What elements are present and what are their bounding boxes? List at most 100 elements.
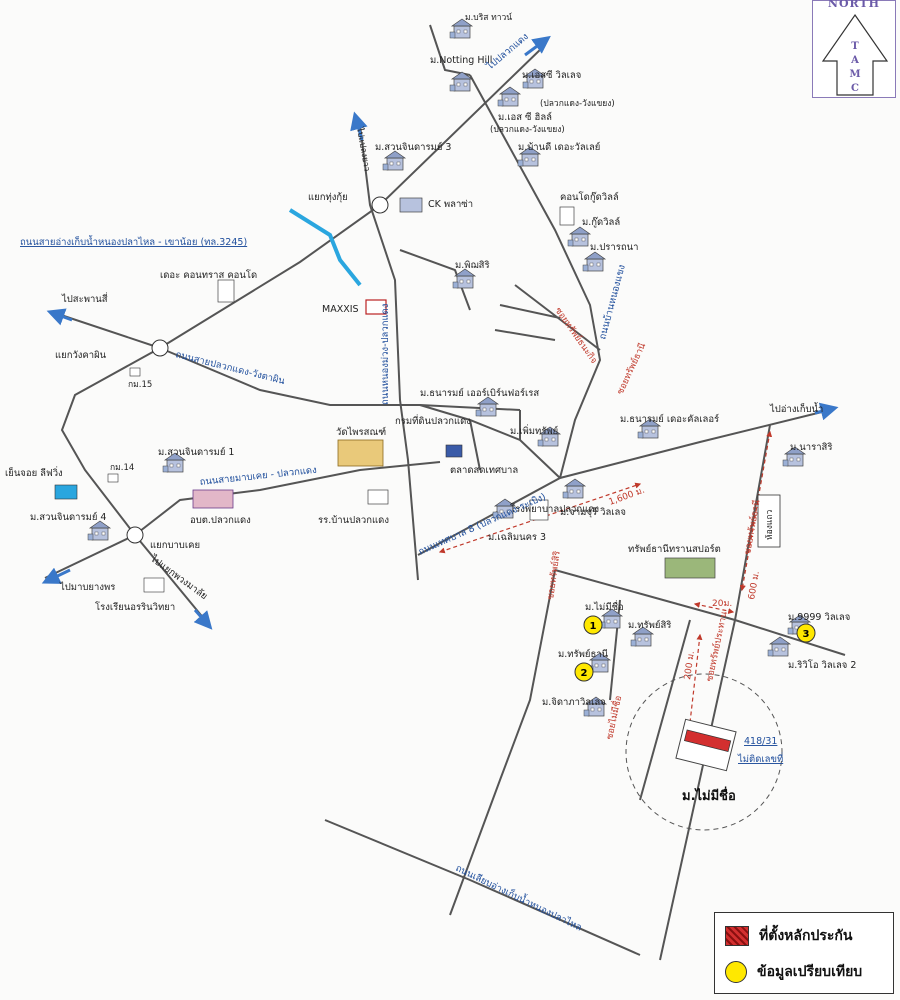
intersection-wangkhanin xyxy=(151,339,169,357)
compass-letter-c: C xyxy=(851,83,859,94)
label-thanarom-kt: ม.ธนารมย์ เดอะคัลเลอร์ xyxy=(620,413,719,425)
label-sapthanee: ทรัพย์ธานีทรานสปอร์ต xyxy=(628,543,721,555)
label-jidapa: ม.จิดาภาวิลเลจ xyxy=(542,697,606,708)
label-soi-sap: ซอยทรัพย์ประทาน xyxy=(703,610,730,682)
road-soi-horizontal xyxy=(554,569,846,656)
label-subject: ม.ไม่มีชื่อ xyxy=(682,786,736,804)
water xyxy=(288,208,362,287)
label-tungkui: แยกทุ่งกุ้ย xyxy=(308,192,348,203)
label-to-pattaya: ไปแยกพวงมาลัย xyxy=(147,552,209,602)
label-wat: วัดไพรสณฑ์ xyxy=(336,426,386,438)
legend-collateral-swatch xyxy=(725,926,749,946)
legend-comparison-swatch xyxy=(725,961,747,983)
road-tarachai xyxy=(159,347,521,411)
marker-3: 3 xyxy=(803,629,810,640)
label-soi-right-top: ซอยทรัพย์ธานี xyxy=(614,341,648,396)
legend-row-comparison: ข้อมูลเปรียบเทียบ xyxy=(725,961,862,983)
maxxis-icon xyxy=(365,299,387,315)
label-sapthanee-m: ม.ทรัพย์ธานี xyxy=(558,648,609,660)
seven-eleven-icon xyxy=(367,489,389,505)
label-phisit: ม.พิฌสิริ xyxy=(455,260,490,271)
label-sc1-sub: (ปลวกแดง-วังแขยง) xyxy=(540,99,615,109)
label-km15: กม.15 xyxy=(128,380,152,390)
label-dist-20: 20ม. xyxy=(712,599,732,609)
label-land-office: กรมที่ดินปลวกแดง xyxy=(395,414,471,427)
road-soi-mid2 xyxy=(639,619,691,801)
label-yenjai: เย็นจอย ลีฟวิ่ง xyxy=(5,466,63,479)
condo-goodwill-icon xyxy=(559,206,575,226)
intersection-tungkui xyxy=(371,196,389,214)
label-mai1: ม.ไม่มีชื่อ xyxy=(585,600,624,613)
label-plot-no: 418/31 xyxy=(744,736,777,747)
label-orbortor: อบต.ปลวกแดง xyxy=(190,515,251,526)
subject-area-circle xyxy=(625,673,783,831)
label-wangkhanin: แยกวังคาผิน xyxy=(55,350,107,361)
label-prathana: ม.ปรารถนา xyxy=(590,242,638,253)
label-tarachai: ถนนสายปลวกแดง-วังตาผิน xyxy=(174,349,286,387)
label-jamjuri: ม.จามจุรี วิลเลจ xyxy=(560,506,626,518)
road-to-tapong xyxy=(54,312,161,349)
marker-1: 1 xyxy=(590,621,597,632)
road-vertical-main xyxy=(359,124,419,581)
legend: ที่ตั้งหลักประกัน ข้อมูลเปรียบเทียบ xyxy=(714,912,894,994)
label-vertical-main: ถนนหนองม่วง-ปลวกแดง xyxy=(380,304,391,405)
north-arrow-icon: T A M C xyxy=(821,13,889,96)
school-rin-icon xyxy=(143,577,165,593)
place-labels: ม.บริส ทาวน์ ม.Notting Hill ม.เอสซี วิลเ… xyxy=(5,12,856,804)
road-soi-bypass xyxy=(494,304,561,341)
legend-row-collateral: ที่ตั้งหลักประกัน xyxy=(725,925,852,947)
compass-letter-m: M xyxy=(849,69,860,80)
label-dist-600: 600 ม. xyxy=(747,570,762,600)
label-9999: ม.9999 วิลเลจ xyxy=(788,612,850,623)
compass-letter-a: A xyxy=(850,55,859,66)
land-office-icon xyxy=(445,444,463,458)
label-suan1: ม.สวนจินดารมย์ 1 xyxy=(158,446,234,458)
label-good: ม.กู๊ดวิลล์ xyxy=(582,216,620,228)
label-suan4: ม.สวนจินดารมย์ 4 xyxy=(30,511,106,523)
ck-building-icon xyxy=(399,197,423,213)
intersection-banlai xyxy=(126,526,144,544)
km-post-icon-2 xyxy=(107,473,119,483)
road-to-bangsai xyxy=(44,534,136,579)
label-bypass: ถนนเลียบอ่างเก็บน้ำหนองปลาไหล xyxy=(454,861,585,934)
label-sapsiri: ม.ทรัพย์สิริ xyxy=(628,619,671,631)
compass-letter-t: T xyxy=(851,41,859,52)
label-chaloem3: ม.เฉลิมนคร 3 xyxy=(488,532,546,543)
label-thanarom-green: ม.ธนารมย์ เออร์เบิร์นฟอร์เรส xyxy=(420,387,539,399)
dam-road xyxy=(60,44,546,621)
label-to-dam: ไปอ่างเก็บน้ำ xyxy=(769,402,823,415)
road-soi-left xyxy=(449,569,556,916)
label-hospital: โรงพยาบาลปลวกแดง xyxy=(510,503,599,515)
roads xyxy=(44,24,846,961)
label-to-khlongsam: ไปแปลงยาว xyxy=(354,126,373,173)
label-baris: ม.บริส ทาวน์ xyxy=(465,12,512,23)
subject-property xyxy=(675,718,737,772)
label-soi-cheng: ซอยทรัพย์ธนะกิจ xyxy=(553,305,601,366)
label-to-tapong: ไปสะพานสี่ xyxy=(61,292,108,305)
label-km14: กม.14 xyxy=(110,463,134,473)
road-middle-grid xyxy=(419,404,561,479)
comparison-markers: 1 2 3 xyxy=(574,615,816,682)
temple-icon xyxy=(337,439,384,467)
yenjai-icon xyxy=(54,484,78,500)
transport-icon xyxy=(664,557,716,579)
label-no-house: ไม่ติดเลขที่ xyxy=(737,752,783,765)
label-sc1: ม.เอสซี วิลเลจ xyxy=(522,69,581,81)
shophouse-icon xyxy=(757,494,781,548)
label-school-rin: โรงเรียนอรรินวิทยา xyxy=(95,601,175,613)
label-sc2-sub: (ปลวกแดง-วังแขยง) xyxy=(490,125,565,135)
school-icon xyxy=(192,489,234,509)
label-sc2: ม.เอส ซี ฮิลล์ xyxy=(498,111,552,123)
label-condo-good: คอนโดกู๊ดวิลล์ xyxy=(560,191,619,203)
label-maxxis: MAXXIS xyxy=(322,304,359,315)
label-banlai: แยกบาบเคย xyxy=(150,540,200,551)
road-right-branch xyxy=(469,74,602,479)
label-suan3: ม.สวนจินดารมย์ 3 xyxy=(375,141,451,153)
label-dam-road: ถนนสายอ่างเก็บน้ำหนองปลาไหล - เขาน้อย (ท… xyxy=(20,235,247,248)
north-compass: NORTH T A M C xyxy=(812,0,896,98)
distance-lines xyxy=(438,430,773,742)
label-soi-right: ถนนบ้านหนองแขง xyxy=(597,264,628,341)
label-permsap: ม.เพิ่มทรัพย์ xyxy=(510,424,558,437)
label-tesaban8: ถนนเทศบาล 8 (ปลวกแดง-ระเบิง) xyxy=(417,491,548,557)
